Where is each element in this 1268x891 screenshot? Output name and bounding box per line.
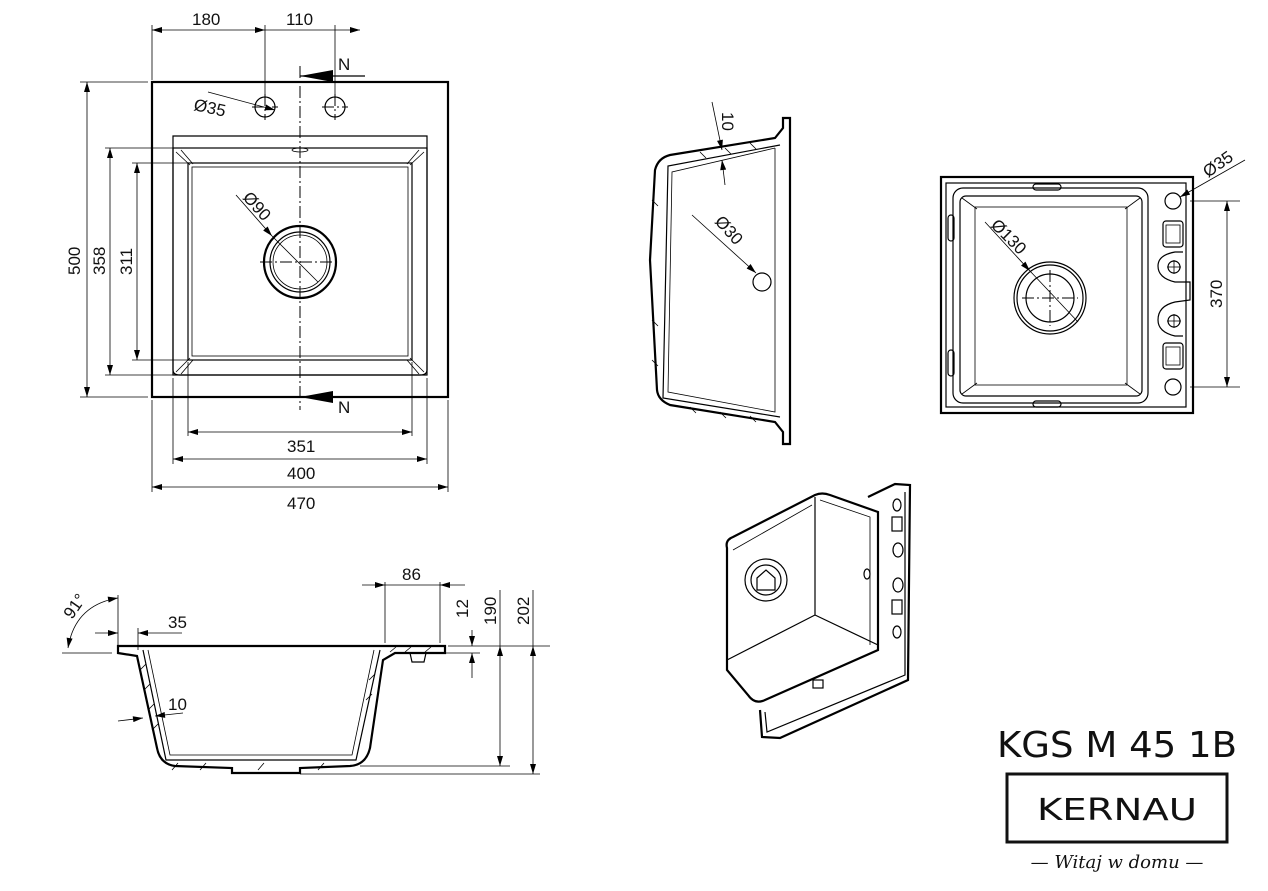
dim-10: 10 [168, 695, 187, 714]
section-mark: N [338, 398, 350, 417]
model-name: KGS M 45 1B [997, 725, 1237, 766]
dim-drain: Ø130 [987, 215, 1030, 258]
side-section: 91° 35 10 86 12 190 202 [60, 565, 550, 775]
section-outline [648, 116, 792, 446]
brand-tagline: — Witaj w domu — [1031, 852, 1204, 873]
dim-12: 12 [453, 599, 472, 618]
dim-400: 400 [287, 464, 315, 483]
tap-hole-icon [322, 94, 348, 120]
bottom-view: 370 Ø35 Ø130 [939, 147, 1246, 415]
dim-470: 470 [287, 494, 315, 513]
brand-logo: KERNAU [1037, 793, 1197, 828]
section-outline [116, 644, 447, 775]
clip-icon [409, 652, 427, 663]
clip-icon [1162, 220, 1184, 248]
profile-section: 10 Ø30 [648, 101, 792, 446]
dim-358: 358 [90, 247, 109, 275]
dim-180: 180 [192, 10, 220, 29]
hole-icon [1164, 378, 1182, 396]
isometric-view [725, 482, 912, 740]
dim-angle: 91° [60, 590, 90, 622]
top-view: N N 180 110 500 358 311 351 40 [65, 10, 450, 513]
dim-190: 190 [481, 597, 500, 625]
branding: KGS M 45 1B KERNAU — Witaj w domu — [997, 725, 1237, 873]
dim-110: 110 [286, 10, 313, 29]
brand-logo-box [1005, 772, 1229, 844]
dim-drain: Ø90 [239, 188, 275, 225]
dim-35: 35 [168, 613, 187, 632]
dim-351: 351 [287, 437, 315, 456]
dim-370: 370 [1207, 280, 1226, 308]
dim-overflow: Ø30 [711, 212, 747, 249]
dim-311: 311 [117, 248, 136, 275]
dim-202: 202 [514, 597, 533, 625]
drain-icon [1013, 261, 1087, 335]
section-arrow-icon [300, 391, 333, 403]
section-mark: N [338, 55, 350, 74]
overflow-hole-icon [752, 272, 772, 292]
dim-10: 10 [718, 112, 737, 131]
hole-icon [1164, 192, 1182, 210]
drain-icon [756, 569, 776, 591]
dim-500: 500 [65, 247, 84, 275]
dim-tap-hole: Ø35 [192, 95, 227, 120]
dim-86: 86 [402, 565, 421, 584]
dim-hole: Ø35 [1199, 147, 1236, 181]
section-arrow-icon [300, 70, 333, 82]
clip-icon [1162, 342, 1184, 370]
